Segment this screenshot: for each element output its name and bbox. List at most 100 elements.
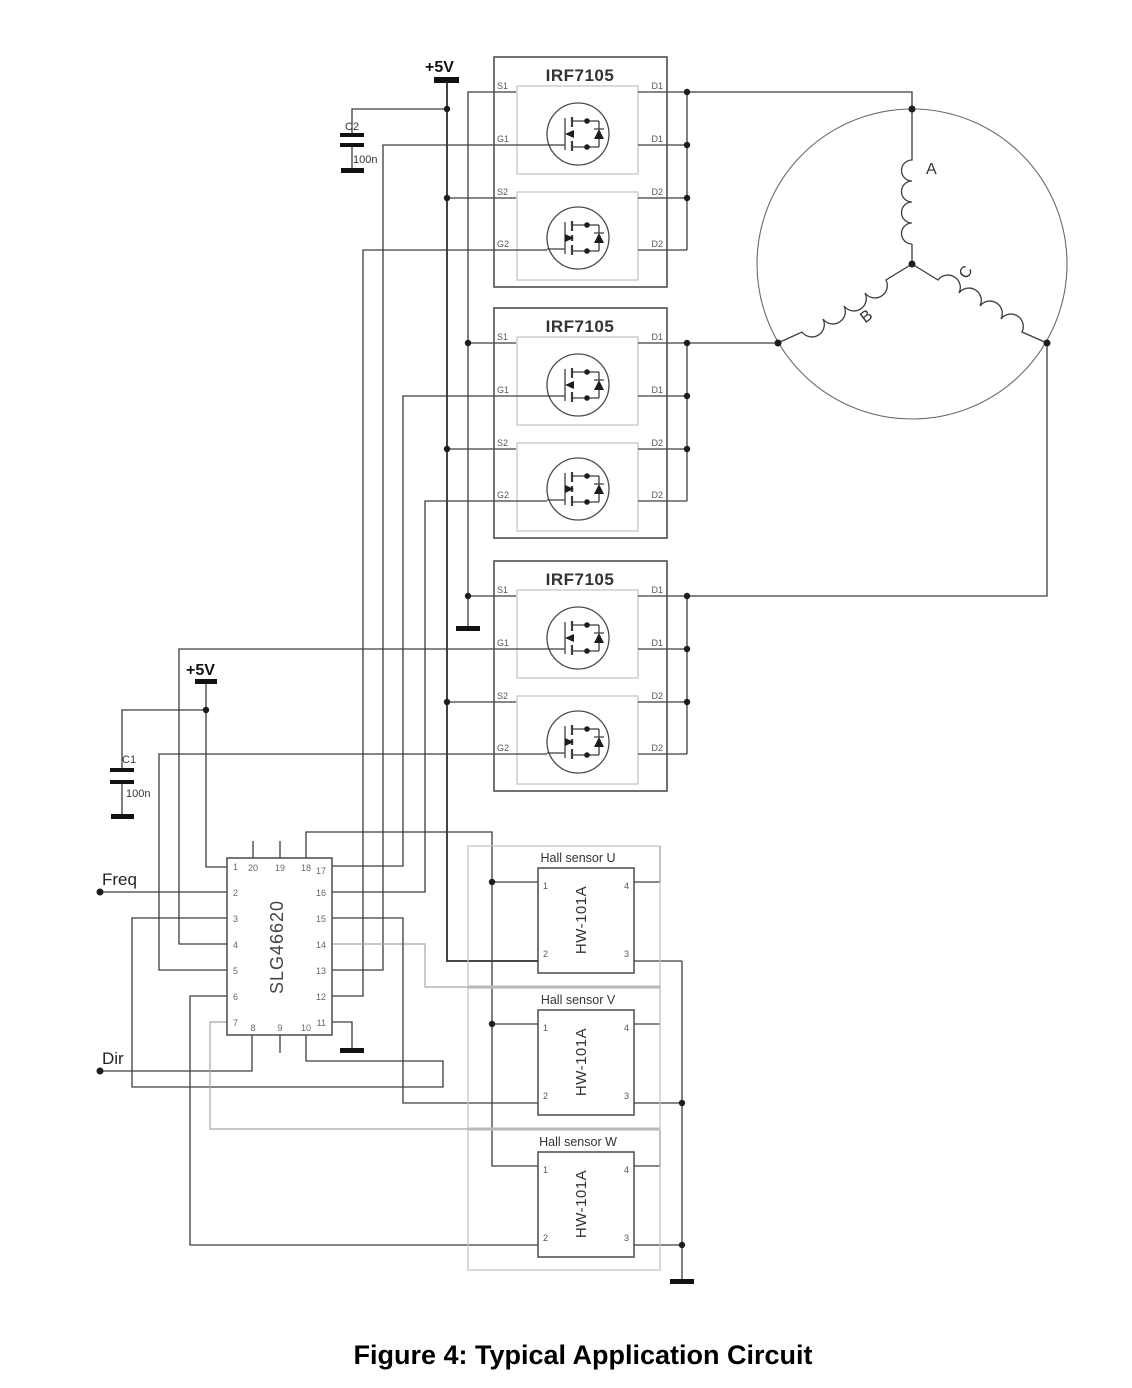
- pin-label-d1: D1: [651, 332, 663, 342]
- ground-bar-pin11: [340, 1048, 364, 1053]
- pin-label-d2: D2: [651, 187, 663, 197]
- c1-value: 100n: [126, 788, 150, 800]
- controller-part: SLG46620: [267, 900, 287, 994]
- pin-16: 16: [316, 888, 326, 898]
- hall-v-title: Hall sensor V: [541, 993, 616, 1007]
- irf7105-title: IRF7105: [546, 66, 615, 85]
- hall-w-pin-2: 2: [543, 1233, 548, 1243]
- hall-sensor-w: Hall sensor W HW-101A 1 2 3 4: [467, 1129, 661, 1271]
- pin-10: 10: [301, 1023, 311, 1033]
- pin-11: 11: [317, 1018, 326, 1028]
- pin-label-g2: G2: [497, 743, 509, 753]
- hall-v-part: HW-101A: [573, 1028, 590, 1096]
- pin-label-s1: S1: [497, 81, 508, 91]
- pin-label-s1: S1: [497, 585, 508, 595]
- hall-w-title: Hall sensor W: [539, 1135, 617, 1149]
- ground-bar-c1: [111, 814, 134, 819]
- hall-w-container: [467, 1129, 661, 1271]
- pin-8: 8: [250, 1023, 255, 1033]
- winding-a-label: A: [926, 161, 937, 178]
- pin-5: 5: [233, 966, 238, 976]
- irf7105-title: IRF7105: [546, 317, 615, 336]
- pin-13: 13: [316, 966, 326, 976]
- pin-7: 7: [233, 1018, 238, 1028]
- junction-dots: [96, 88, 1051, 1249]
- hall-u-pin-1: 1: [543, 881, 548, 891]
- hall-v-pin-3: 3: [624, 1091, 629, 1101]
- hall-u-pin-2: 2: [543, 949, 548, 959]
- pin-2: 2: [233, 888, 238, 898]
- plus5v-top-bar: [434, 77, 459, 83]
- pin-9: 9: [277, 1023, 282, 1033]
- plus5v-top-label: +5V: [425, 59, 454, 76]
- pin-17: 17: [316, 866, 326, 876]
- hall-w-pin-3: 3: [624, 1233, 629, 1243]
- pin-label-g2: G2: [497, 239, 509, 249]
- capacitor-c1: C1 100n: [110, 754, 150, 819]
- pin-label-s2: S2: [497, 438, 508, 448]
- pin-label-d2b: D2: [651, 743, 663, 753]
- hall-w-part: HW-101A: [573, 1170, 590, 1238]
- hall-u-body: [537, 867, 635, 974]
- power-ground-symbols: [195, 77, 694, 1284]
- pin-15: 15: [316, 914, 326, 924]
- hall-v-pin-1: 1: [543, 1023, 548, 1033]
- ground-bar-hall: [670, 1279, 694, 1284]
- c1-ref: C1: [122, 754, 136, 766]
- hall-u-part: HW-101A: [573, 886, 590, 954]
- pin-label-s2: S2: [497, 691, 508, 701]
- irf7105-title: IRF7105: [546, 570, 615, 589]
- figure-caption: Figure 4: Typical Application Circuit: [353, 1340, 812, 1370]
- pin-6: 6: [233, 992, 238, 1002]
- hall-sensor-v: Hall sensor V HW-101A 1 2 3 4: [467, 987, 661, 1129]
- controller-body: [226, 857, 333, 1036]
- capacitor-c2: C2 100n: [340, 121, 377, 173]
- pin-label-d2: D2: [651, 691, 663, 701]
- irf7105-block-1: IRF7105 S1 G1 S2 G2 D1 D1 D2 D2: [494, 57, 667, 287]
- pin-label-s2: S2: [497, 187, 508, 197]
- pin-label-g1: G1: [497, 134, 509, 144]
- pin-label-g2: G2: [497, 490, 509, 500]
- dir-input-label: Dir: [102, 1049, 124, 1068]
- pin-19: 19: [275, 863, 285, 873]
- hall-u-container: [467, 845, 661, 987]
- pin-label-d1b: D1: [651, 385, 663, 395]
- hall-w-pin-4: 4: [624, 1165, 629, 1175]
- pin-label-d2: D2: [651, 438, 663, 448]
- pin-label-g1: G1: [497, 385, 509, 395]
- irf7105-block-2: IRF7105 S1 G1 S2 G2 D1 D1 D2 D2: [494, 308, 667, 538]
- ground-bar-s1bus: [456, 626, 480, 631]
- pin-label-d1: D1: [651, 585, 663, 595]
- pin-label-d2b: D2: [651, 239, 663, 249]
- hall-w-pin-1: 1: [543, 1165, 548, 1175]
- hall-w-body: [537, 1151, 635, 1258]
- ground-bar-c2: [341, 168, 364, 173]
- pin-12: 12: [316, 992, 326, 1002]
- pin-label-d1: D1: [651, 81, 663, 91]
- hall-v-container: [467, 987, 661, 1129]
- hall-v-pin-2: 2: [543, 1091, 548, 1101]
- hall-u-title: Hall sensor U: [540, 851, 615, 865]
- pin-label-s1: S1: [497, 332, 508, 342]
- wires: [100, 83, 1048, 1279]
- plus5v-left-bar: [195, 679, 217, 684]
- pin-label-d1b: D1: [651, 638, 663, 648]
- pin-4: 4: [233, 940, 238, 950]
- hall-v-body: [537, 1009, 635, 1116]
- controller-slg46620: SLG46620 1 2 3 4 5 6 7 20 19 18 17 16 15…: [226, 857, 333, 1036]
- hall-u-pin-4: 4: [624, 881, 629, 891]
- c2-ref: C2: [345, 121, 359, 133]
- pin-3: 3: [233, 914, 238, 924]
- hall-v-pin-4: 4: [624, 1023, 629, 1033]
- c2-value: 100n: [353, 154, 377, 166]
- plus5v-left-label: +5V: [186, 662, 215, 679]
- hall-sensor-u: Hall sensor U HW-101A 1 2 3 4: [467, 845, 661, 987]
- freq-input-label: Freq: [102, 870, 137, 889]
- pin-label-d2b: D2: [651, 490, 663, 500]
- pin-14: 14: [316, 940, 326, 950]
- pin-label-d1b: D1: [651, 134, 663, 144]
- pin-label-g1: G1: [497, 638, 509, 648]
- pin-20: 20: [248, 863, 258, 873]
